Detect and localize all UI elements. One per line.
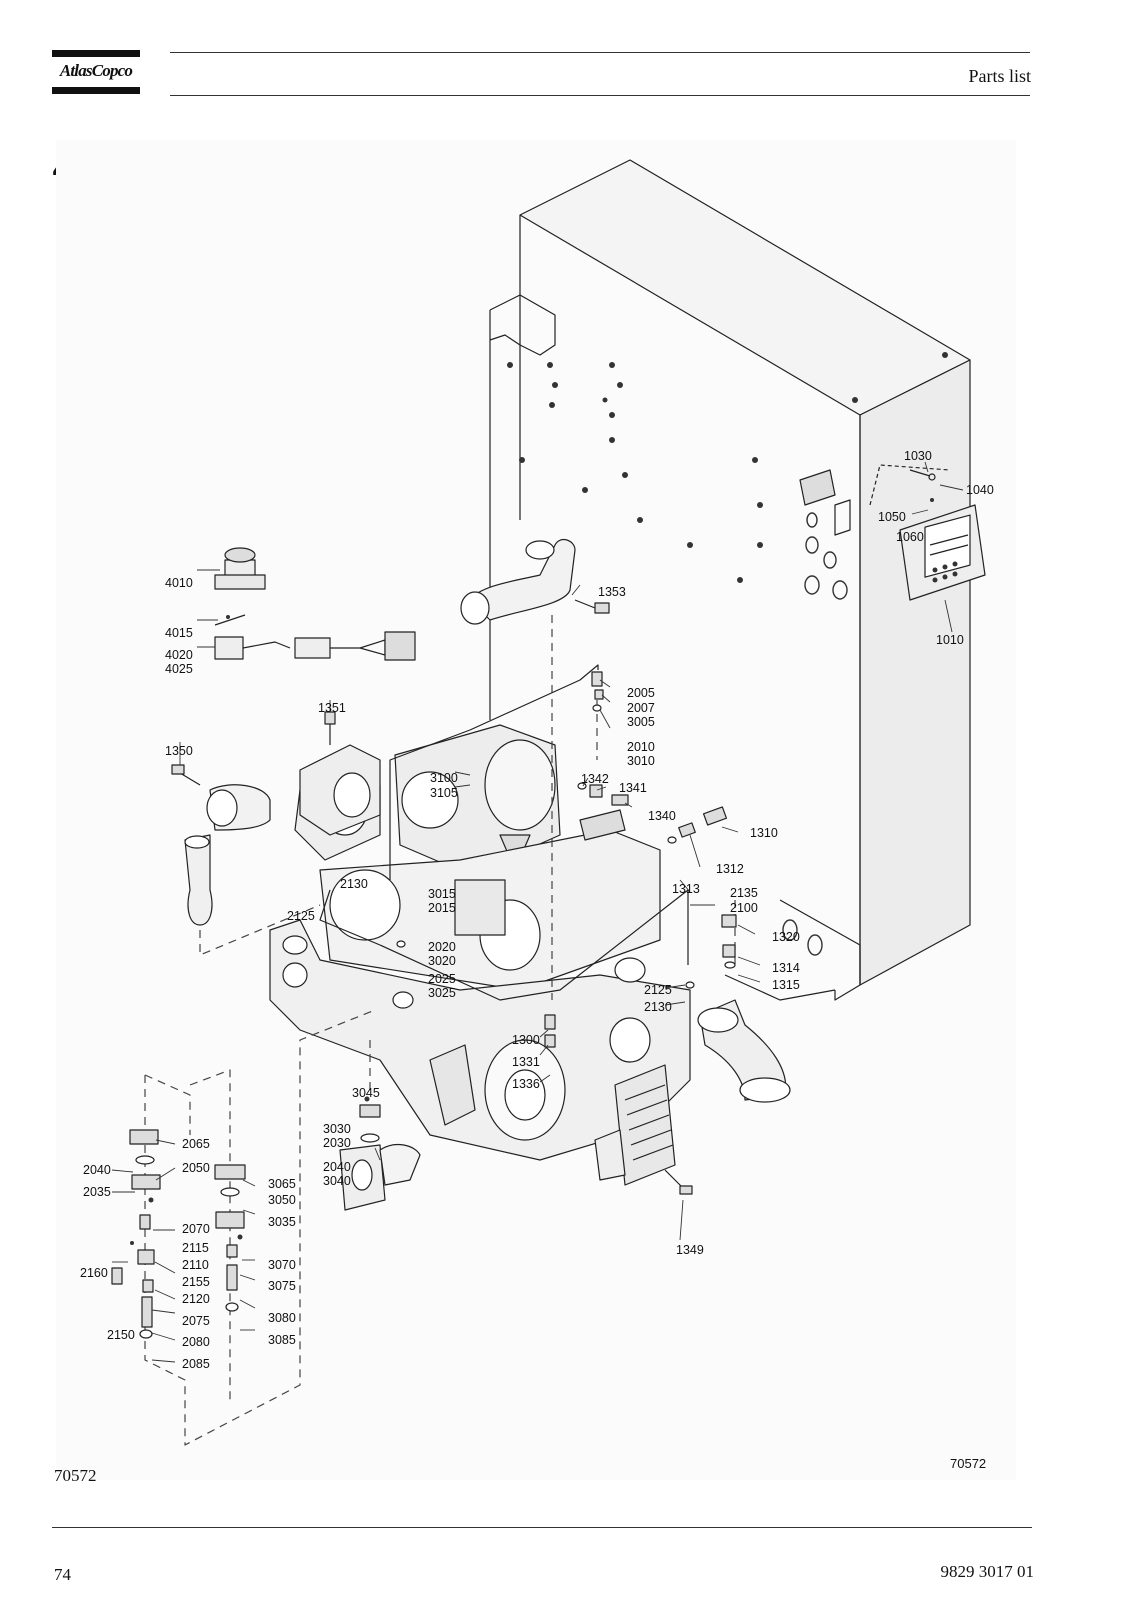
callout-1341: 1341 — [619, 781, 647, 795]
callout-1349: 1349 — [676, 1243, 704, 1257]
callout-4020: 4020 — [165, 648, 193, 662]
oil-cooler — [594, 1064, 693, 1195]
callout-2075: 2075 — [182, 1314, 210, 1328]
callout-1342: 1342 — [581, 772, 609, 786]
callout-3035: 3035 — [268, 1215, 296, 1229]
drawing-reference-right: 70572 — [950, 1456, 987, 1471]
callout-2007: 2007 — [627, 701, 655, 715]
callout-1050: 1050 — [878, 510, 906, 524]
callout-3025: 3025 — [428, 986, 456, 1000]
callout-1030: 1030 — [904, 449, 932, 463]
callout-1331: 1331 — [512, 1055, 540, 1069]
callout-3065: 3065 — [268, 1177, 296, 1191]
page-title: Parts list — [968, 66, 1031, 86]
callout-2155: 2155 — [182, 1275, 210, 1289]
logo-bar-top — [52, 50, 140, 57]
callout-3020: 3020 — [428, 954, 456, 968]
callout-2085: 2085 — [182, 1357, 210, 1371]
callout-1060: 1060 — [896, 530, 924, 544]
callout-4025: 4025 — [165, 662, 193, 676]
intake-pipe — [171, 764, 271, 926]
solenoid-valve — [214, 547, 416, 661]
callout-2125-right: 2125 — [644, 983, 672, 997]
callout-3010: 3010 — [627, 754, 655, 768]
callout-3085: 3085 — [268, 1333, 296, 1347]
callout-2130-left: 2130 — [340, 877, 368, 891]
callout-3045: 3045 — [352, 1086, 380, 1100]
callout-3015: 3015 — [428, 887, 456, 901]
callout-3075: 3075 — [268, 1279, 296, 1293]
page-number: 74 — [54, 1565, 71, 1584]
callout-1351: 1351 — [318, 701, 346, 715]
logo-wordmark: AtlasCopco — [59, 61, 133, 80]
callout-2070: 2070 — [182, 1222, 210, 1236]
callout-2080: 2080 — [182, 1335, 210, 1349]
callout-2110: 2110 — [182, 1258, 209, 1272]
callout-1315: 1315 — [772, 978, 800, 992]
callout-2065: 2065 — [182, 1137, 210, 1151]
callout-2150: 2150 — [107, 1328, 135, 1342]
document-number: 9829 3017 01 — [940, 1562, 1035, 1581]
callout-2020: 2020 — [428, 940, 456, 954]
callout-2130-right: 2130 — [644, 1000, 672, 1014]
outlet-pipe — [460, 538, 610, 625]
callout-2100: 2100 — [730, 901, 758, 915]
callout-1313: 1313 — [672, 882, 700, 896]
callout-1312: 1312 — [716, 862, 744, 876]
callout-2160: 2160 — [80, 1266, 108, 1280]
header-rule-top — [170, 52, 1030, 53]
callout-3005: 3005 — [627, 715, 655, 729]
callout-4015: 4015 — [165, 626, 193, 640]
callout-2115: 2115 — [182, 1241, 209, 1255]
callout-2025: 2025 — [428, 972, 456, 986]
inlet-adapter — [339, 1143, 421, 1211]
callout-2120: 2120 — [182, 1292, 210, 1306]
atlas-copco-logo: AtlasCopco — [52, 50, 140, 94]
callout-2040-center: 2040 — [323, 1160, 351, 1174]
exploded-parts-drawing: 1030 1040 1050 1060 1010 4010 4015 4020 … — [56, 140, 1016, 1480]
callout-1010: 1010 — [936, 633, 964, 647]
callout-2035: 2035 — [83, 1185, 111, 1199]
elbow-pipe — [697, 999, 791, 1103]
callout-3030: 3030 — [323, 1122, 351, 1136]
callout-1320: 1320 — [772, 930, 800, 944]
callout-3040: 3040 — [323, 1174, 351, 1188]
callout-1336: 1336 — [512, 1077, 540, 1091]
callout-3100: 3100 — [430, 771, 458, 785]
callout-2010: 2010 — [627, 740, 655, 754]
callout-2050: 2050 — [182, 1161, 210, 1175]
callout-1340: 1340 — [648, 809, 676, 823]
callout-2015: 2015 — [428, 901, 456, 915]
callout-3050: 3050 — [268, 1193, 296, 1207]
callout-1310: 1310 — [750, 826, 778, 840]
callout-2005: 2005 — [627, 686, 655, 700]
footer-rule — [52, 1527, 1032, 1528]
callout-3080: 3080 — [268, 1311, 296, 1325]
callout-1314: 1314 — [772, 961, 800, 975]
drawing-reference-left: 70572 — [54, 1466, 97, 1485]
callout-2040-left: 2040 — [83, 1163, 111, 1177]
callout-4010: 4010 — [165, 576, 193, 590]
callout-2135-right: 2135 — [730, 886, 758, 900]
controller-panel — [869, 464, 986, 601]
callout-1353: 1353 — [598, 585, 626, 599]
callout-3105: 3105 — [430, 786, 458, 800]
callout-2030: 2030 — [323, 1136, 351, 1150]
logo-bar-bottom — [52, 87, 140, 94]
callout-2125-left: 2125 — [287, 909, 315, 923]
callout-3070: 3070 — [268, 1258, 296, 1272]
callout-1350: 1350 — [165, 744, 193, 758]
callout-1300: 1300 — [512, 1033, 540, 1047]
valve-block — [299, 711, 381, 836]
callout-1040: 1040 — [966, 483, 994, 497]
header-rule-bottom — [170, 95, 1030, 96]
